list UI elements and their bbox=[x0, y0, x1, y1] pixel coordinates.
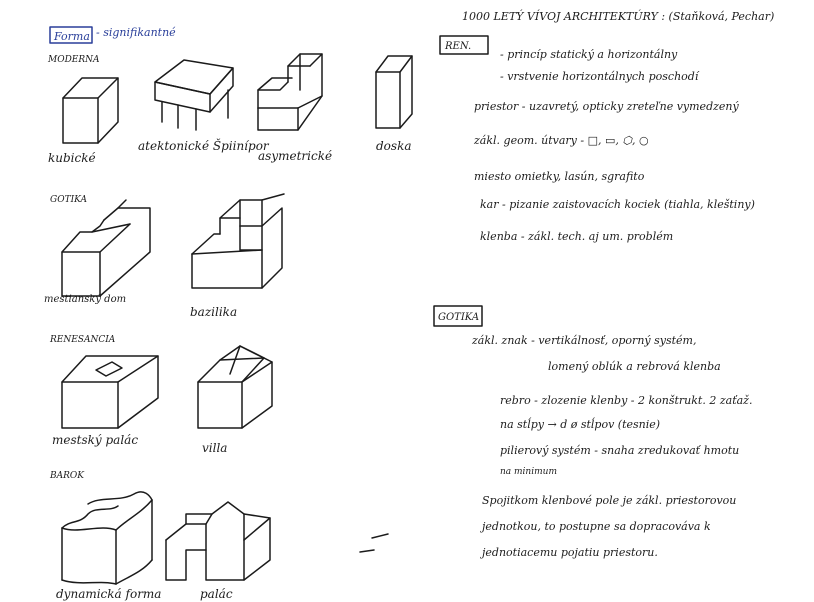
gotika-item-2: bazilika bbox=[190, 305, 237, 319]
forma-suffix: - signifikantné bbox=[96, 26, 176, 39]
gotika-line: rebro - zlozenie klenby - 2 konštrukt. 2… bbox=[500, 394, 752, 407]
ren-line: - vrstvenie horizontálnych poschodí bbox=[500, 70, 700, 83]
gotika-line: na minimum bbox=[500, 467, 557, 477]
gotika-label: GOTIKA bbox=[438, 312, 479, 323]
right-heading: 1000 LETÝ VÍVOJ ARCHITEKTÚRY : (Staňková… bbox=[462, 9, 774, 23]
moderna-item-2: atektonické Špiinípor bbox=[138, 137, 270, 153]
ren-line: kar - pizanie zaistovacích kociek (tiahl… bbox=[480, 198, 755, 211]
ren-line: miesto omietky, lasún, sgrafito bbox=[474, 170, 645, 183]
sketch-pilotis bbox=[155, 60, 233, 130]
sketch-city-palace bbox=[62, 356, 158, 428]
sketch-basilica bbox=[192, 194, 284, 288]
moderna-item-3: asymetrické bbox=[258, 149, 332, 163]
section-title-renesancia: RENESANCIA bbox=[49, 335, 116, 345]
gotika-item-1: mestianský dom bbox=[44, 294, 126, 305]
renesancia-item-2: villa bbox=[202, 441, 227, 455]
forma-label: Forma bbox=[53, 30, 90, 43]
gotika-line: Spojitkom klenbové pole je zákl. priesto… bbox=[482, 494, 736, 507]
renesancia-item-1: mestský palác bbox=[52, 433, 138, 447]
section-title-moderna: MODERNA bbox=[47, 55, 100, 65]
sketch-stepped bbox=[258, 54, 322, 130]
ren-line: - princíp statický a horizontálny bbox=[500, 48, 678, 61]
stray-mark bbox=[372, 534, 388, 538]
stray-mark bbox=[360, 550, 374, 552]
gotika-line: pilierový systém - snaha zredukovať hmot… bbox=[500, 444, 739, 457]
barok-item-1: dynamická forma bbox=[56, 587, 161, 601]
sketch-villa bbox=[198, 346, 272, 428]
gotika-line: na stĺpy → d ø stĺpov (tesnie) bbox=[500, 417, 660, 431]
ren-line: priestor - uzavretý, opticky zreteľne vy… bbox=[474, 100, 740, 113]
gotika-line: jednotiacemu pojatiu priestoru. bbox=[479, 546, 658, 559]
section-title-gotika: GOTIKA bbox=[50, 195, 87, 205]
sketch-dynamic-form bbox=[62, 492, 152, 584]
ren-label: REN. bbox=[444, 41, 471, 52]
section-title-barok: BAROK bbox=[49, 471, 85, 481]
barok-item-2: palác bbox=[200, 587, 233, 601]
gotika-line: lomený oblúk a rebrová klenba bbox=[548, 360, 721, 373]
ren-line: zákl. geom. útvary - □, ▭, ⬡, ○ bbox=[473, 134, 649, 147]
sketch-cube bbox=[63, 78, 118, 143]
sketch-slab bbox=[376, 56, 412, 128]
sketch-baroque-palace bbox=[166, 502, 270, 580]
moderna-item-1: kubické bbox=[48, 151, 96, 165]
moderna-item-4: doska bbox=[376, 139, 412, 153]
sketch-burgher-house bbox=[62, 200, 150, 296]
gotika-line: jednotkou, to postupne sa dopracováva k bbox=[479, 520, 711, 533]
gotika-line: zákl. znak - vertikálnosť, oporný systém… bbox=[471, 334, 696, 347]
ren-line: klenba - zákl. tech. aj um. problém bbox=[480, 230, 673, 243]
